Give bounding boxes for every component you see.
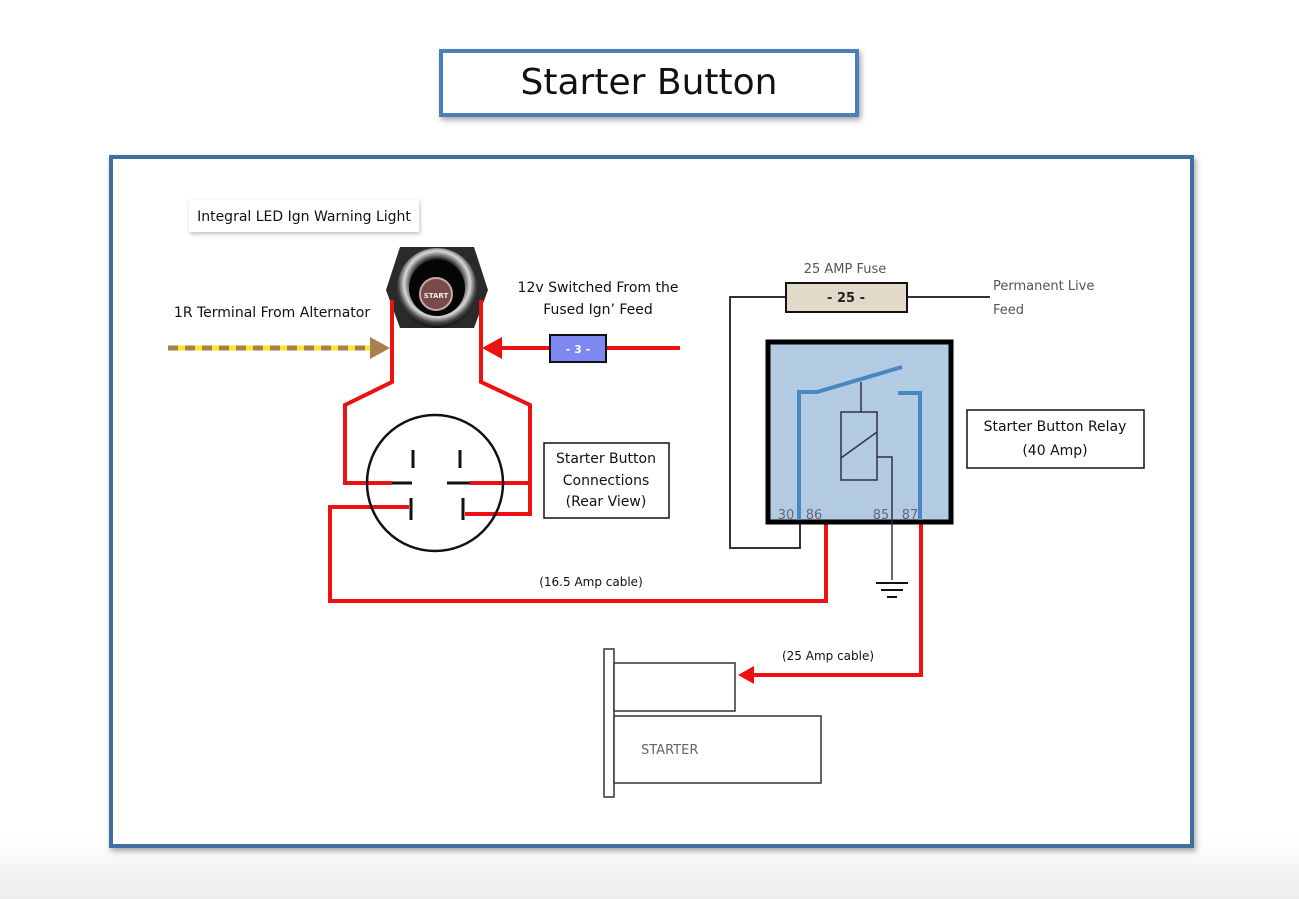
svg-text:(40 Amp): (40 Amp) xyxy=(1022,443,1087,459)
relay-label-box: Starter Button Relay (40 Amp) xyxy=(966,409,1145,469)
permanent-feed-label-2: Feed xyxy=(993,303,1024,318)
arrow-icon xyxy=(370,337,390,359)
permanent-feed-wire xyxy=(729,296,801,549)
start-button-icon: START xyxy=(386,247,488,328)
connections-label-box: Starter Button Connections (Rear View) xyxy=(543,442,670,519)
relay-pin-86: 86 xyxy=(806,508,823,523)
alternator-label: 1R Terminal From Alternator xyxy=(174,305,370,321)
starter-label: STARTER xyxy=(641,743,698,758)
svg-text:Starter Button: Starter Button xyxy=(556,451,656,467)
connections-rear-view xyxy=(365,413,505,553)
title-box: Starter Button xyxy=(439,49,859,117)
starter-motor: STARTER xyxy=(603,648,822,798)
relay-pin-85: 85 xyxy=(873,508,890,523)
cable-25-label: (25 Amp cable) xyxy=(782,649,874,663)
svg-text:Integral LED Ign Warning Light: Integral LED Ign Warning Light xyxy=(197,209,411,225)
relay-pin-30: 30 xyxy=(778,508,795,523)
switched-feed-label-2: Fused Ign’ Feed xyxy=(543,302,653,318)
cable-16-label: (16.5 Amp cable) xyxy=(539,575,643,589)
button-wiring xyxy=(328,300,923,677)
main-fuse: - 25 - xyxy=(785,282,908,313)
arrow-icon xyxy=(482,337,502,359)
relay-pin-87: 87 xyxy=(902,508,919,523)
svg-text:- 3 -: - 3 - xyxy=(566,343,590,356)
main-fuse-title: 25 AMP Fuse xyxy=(804,262,887,277)
svg-text:(Rear View): (Rear View) xyxy=(566,494,647,510)
switched-feed-label-1: 12v Switched From the xyxy=(518,280,679,296)
page-title: Starter Button xyxy=(521,62,778,103)
starter-relay: 30 86 85 87 xyxy=(765,339,954,580)
arrow-icon xyxy=(738,666,754,684)
svg-text:START: START xyxy=(424,292,449,300)
permanent-feed-label-1: Permanent Live xyxy=(993,279,1094,294)
ground-icon xyxy=(876,582,908,598)
svg-text:Starter Button Relay: Starter Button Relay xyxy=(984,419,1127,435)
svg-text:- 25 -: - 25 - xyxy=(827,291,865,306)
alternator-wire xyxy=(168,337,390,359)
svg-text:Connections: Connections xyxy=(563,473,650,489)
ignition-fuse: - 3 - xyxy=(549,334,607,363)
led-warning-label: Integral LED Ign Warning Light xyxy=(189,200,419,232)
